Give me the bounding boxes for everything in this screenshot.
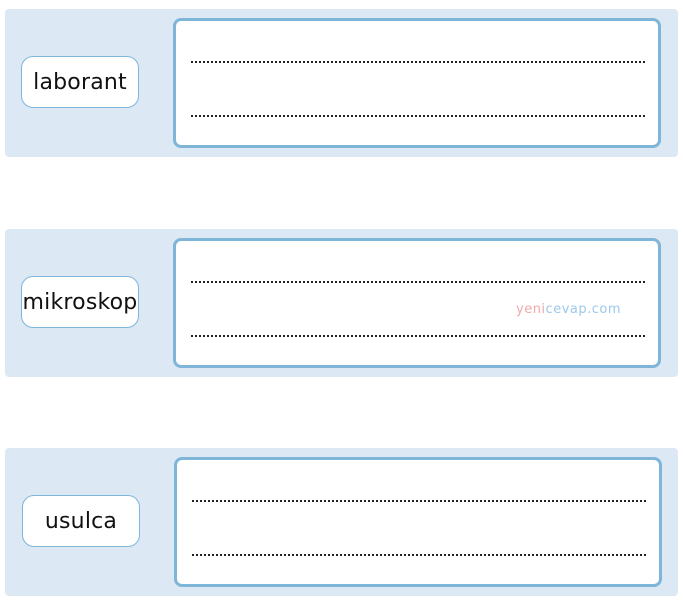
- word-card-usulca: usulca: [22, 495, 140, 547]
- writing-line: [191, 335, 645, 337]
- exercise-row-1: laborant: [5, 9, 678, 157]
- exercise-row-2: mikroskop yenicevap.com: [5, 229, 678, 377]
- word-card-mikroskop: mikroskop: [21, 276, 139, 328]
- answer-box-3[interactable]: [174, 457, 662, 587]
- answer-box-2[interactable]: yenicevap.com: [173, 238, 661, 368]
- writing-line: [192, 500, 646, 502]
- answer-box-1[interactable]: [173, 18, 661, 148]
- exercise-row-3: usulca: [5, 448, 678, 596]
- writing-line: [191, 115, 645, 117]
- word-card-laborant: laborant: [21, 56, 139, 108]
- watermark-part-1: yeni: [516, 302, 546, 317]
- writing-line: [191, 61, 645, 63]
- watermark-part-2: cevap.com: [545, 302, 622, 317]
- writing-line: [192, 554, 646, 556]
- watermark: yenicevap.com: [516, 302, 621, 317]
- writing-line: [191, 281, 645, 283]
